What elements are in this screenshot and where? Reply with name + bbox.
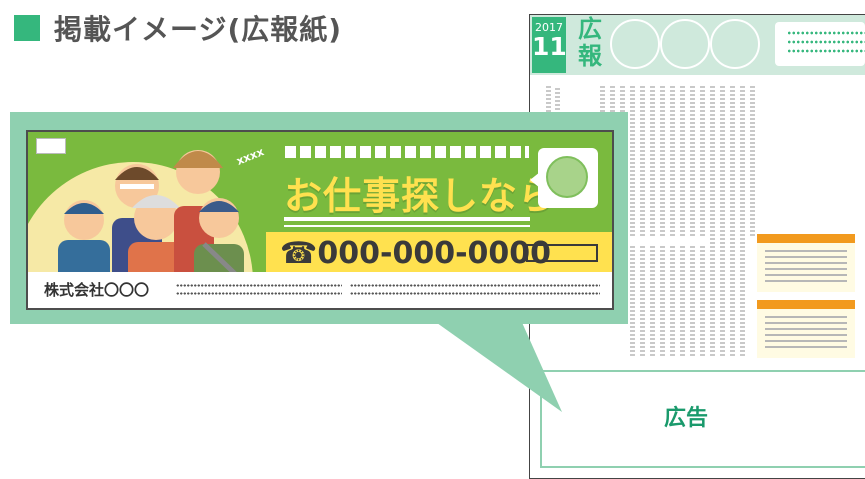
issue-date-box: 2017 11: [532, 17, 567, 73]
headline-underline-1: [284, 217, 530, 221]
issue-year: 2017: [535, 21, 563, 34]
dotted-line-1: [787, 31, 865, 35]
sidebar-notice-1: [757, 234, 855, 292]
title-char-2: 報: [578, 42, 602, 70]
dotted-line-3: [787, 49, 865, 53]
banner-phone: ☎000-000-0000: [280, 236, 552, 271]
article-columns: [540, 86, 860, 366]
banner-logo-placeholder: [36, 138, 66, 154]
phone-side-box: [526, 244, 598, 262]
headline-underline-2: [284, 225, 530, 227]
issue-month: 11: [532, 32, 567, 61]
newspaper-ad-slot: [540, 370, 865, 468]
masthead-circle-2: [660, 19, 710, 69]
ad-slot-label: 広告: [664, 406, 709, 431]
company-dotted-1: [176, 284, 342, 287]
phone-bar: [266, 232, 612, 272]
heading-text: 掲載イメージ(広報紙): [54, 13, 343, 46]
bubble-tail: [530, 172, 540, 188]
masthead-circle-1: [610, 19, 660, 69]
masthead-dotted-box: [775, 22, 865, 66]
heading-square-icon: [14, 15, 40, 41]
company-dotted-2: [176, 292, 342, 295]
company-name: 株式会社〇〇〇: [44, 281, 150, 299]
banner-dashes: [285, 146, 529, 158]
sidebar-notice-2: [757, 300, 855, 358]
workers-illustration: [28, 150, 256, 308]
banner-headline: お仕事探しなら: [284, 174, 558, 218]
section-heading: 掲載イメージ(広報紙): [14, 8, 342, 48]
company-dotted-3: [350, 284, 600, 287]
qr-circle-icon: [546, 156, 588, 198]
banner-footer: [28, 272, 612, 308]
masthead-circle-3: [710, 19, 760, 69]
company-dotted-4: [350, 292, 600, 295]
newspaper-title: 広 報: [578, 16, 608, 70]
dotted-line-2: [787, 40, 865, 44]
title-char-1: 広: [578, 15, 602, 43]
